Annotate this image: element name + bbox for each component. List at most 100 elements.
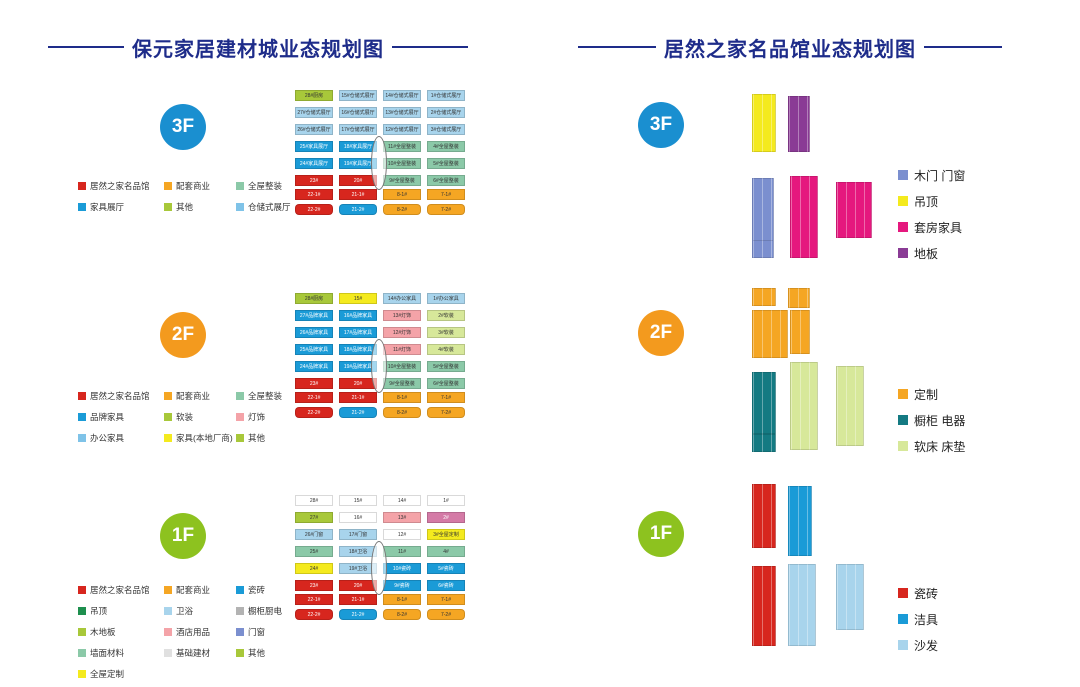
legend-swatch <box>898 170 908 180</box>
legend-swatch <box>164 413 172 421</box>
plan-zone <box>788 486 812 556</box>
legend-swatch <box>164 182 172 190</box>
legend-label: 墙面材料 <box>90 648 125 658</box>
legend-label: 地板 <box>914 246 939 261</box>
legend-swatch <box>236 203 244 211</box>
shop-unit: 11#灯饰 <box>383 344 421 355</box>
floor-plan-2f <box>740 286 880 458</box>
right-legend-item: 木门 门窗 <box>898 162 965 188</box>
right-legend-3f: 木门 门窗吊顶套房家具地板 <box>898 162 965 266</box>
right-legend-item: 定制 <box>898 381 965 407</box>
shop-unit: 26#门窗 <box>295 529 333 540</box>
shop-unit: 16#品牌家具 <box>339 310 377 321</box>
right-legend-item: 吊顶 <box>898 188 965 214</box>
shop-unit: 8-1# <box>383 392 421 403</box>
legend-label: 全屋整装 <box>248 391 283 401</box>
legend-item: 配套商业 <box>164 584 234 596</box>
legend-item: 木地板 <box>78 626 162 638</box>
legend-label: 家具展厅 <box>90 202 125 212</box>
shop-unit: 13#灯饰 <box>383 310 421 321</box>
legend-swatch <box>78 649 86 657</box>
shop-unit: 15#仓储式展厅 <box>339 90 377 101</box>
shop-unit: 5#全屋整装 <box>427 158 465 169</box>
shop-unit: 1#办公家具 <box>427 293 465 304</box>
legend-label: 全屋整装 <box>248 181 283 191</box>
shop-unit: 14#仓储式展厅 <box>383 90 421 101</box>
legend-label: 全屋定制 <box>90 669 125 679</box>
legend-swatch <box>236 413 244 421</box>
legend-swatch <box>78 670 86 678</box>
legend-item: 仓储式展厅 <box>236 201 316 213</box>
shop-unit: 10#全屋整装 <box>383 361 421 372</box>
shop-unit: 9#全屋整装 <box>383 378 421 389</box>
shop-unit: 2# <box>427 512 465 523</box>
plan-zone <box>836 564 864 630</box>
legend-item: 其他 <box>164 201 234 213</box>
legend-swatch <box>78 434 86 442</box>
shop-unit: 5#瓷砖 <box>427 563 465 574</box>
floor-plan-3f <box>740 90 880 262</box>
shop-unit: 13#仓储式展厅 <box>383 107 421 118</box>
shop-unit: 24# <box>295 563 333 574</box>
legend-swatch <box>164 586 172 594</box>
shop-unit: 8-1# <box>383 189 421 200</box>
shop-unit: 6#全屋整装 <box>427 378 465 389</box>
legend-label: 品牌家具 <box>90 412 125 422</box>
shop-unit: 15# <box>339 293 377 304</box>
legend-item: 软装 <box>164 411 234 423</box>
shop-unit: 27# <box>295 512 333 523</box>
legend-swatch <box>898 588 908 598</box>
legend-swatch <box>236 392 244 400</box>
plan-zone <box>836 182 872 238</box>
right-legend-1f: 瓷砖洁具沙发 <box>898 580 938 658</box>
shop-unit: 22-1# <box>295 189 333 200</box>
legend-swatch <box>164 607 172 615</box>
legend-label: 橱柜厨电 <box>248 606 283 616</box>
title-rule <box>392 46 468 48</box>
legend-swatch <box>236 607 244 615</box>
shop-unit: 9#瓷砖 <box>383 580 421 591</box>
legend-label: 仓储式展厅 <box>248 202 291 212</box>
legend-label: 瓷砖 <box>248 585 266 595</box>
shop-unit: 8-1# <box>383 594 421 605</box>
shop-unit: 24#家具展厅 <box>295 158 333 169</box>
legend-label: 沙发 <box>914 638 939 653</box>
legend-item: 门窗 <box>236 626 316 638</box>
legend-item: 配套商业 <box>164 180 234 192</box>
shop-unit: 7-1# <box>427 594 465 605</box>
shop-unit: 10#瓷砖 <box>383 563 421 574</box>
shop-unit: 21-2# <box>339 407 377 418</box>
shop-unit: 28# <box>295 495 333 506</box>
legend-swatch <box>236 649 244 657</box>
atrium-oval <box>371 136 387 190</box>
legend-label: 木门 门窗 <box>914 168 966 183</box>
plan-zone <box>836 366 864 446</box>
floor-badge-right-1f: 1F <box>638 511 684 557</box>
shop-unit: 8-2# <box>383 204 421 215</box>
legend-item: 配套商业 <box>164 390 234 402</box>
legend-label: 其他 <box>176 202 194 212</box>
legend-label: 洁具 <box>914 612 939 627</box>
left-legend-2f: 居然之家名品馆配套商业全屋整装品牌家具软装灯饰办公家具家具(本地厂商)其他 <box>78 390 316 444</box>
plan-zone <box>752 566 776 646</box>
shop-unit: 5#全屋整装 <box>427 361 465 372</box>
shop-unit: 26#仓储式展厅 <box>295 124 333 135</box>
shop-unit: 8-2# <box>383 407 421 418</box>
floor-badge-right-3f: 3F <box>638 102 684 148</box>
atrium-oval <box>371 541 387 595</box>
shop-unit: 10#全屋整装 <box>383 158 421 169</box>
legend-swatch <box>898 415 908 425</box>
shop-unit: 26#品牌家具 <box>295 327 333 338</box>
legend-swatch <box>164 434 172 442</box>
shop-unit: 27#品牌家具 <box>295 310 333 321</box>
legend-label: 灯饰 <box>248 412 266 422</box>
legend-label: 配套商业 <box>176 181 211 191</box>
legend-item: 全屋定制 <box>78 668 162 680</box>
legend-label: 其他 <box>248 433 266 443</box>
shop-unit: 14# <box>383 495 421 506</box>
shop-unit: 12#灯饰 <box>383 327 421 338</box>
legend-item: 家具(本地厂商) <box>164 432 234 444</box>
plan-zone <box>752 372 776 434</box>
right-title: 居然之家名品馆业态规划图 <box>664 38 916 61</box>
